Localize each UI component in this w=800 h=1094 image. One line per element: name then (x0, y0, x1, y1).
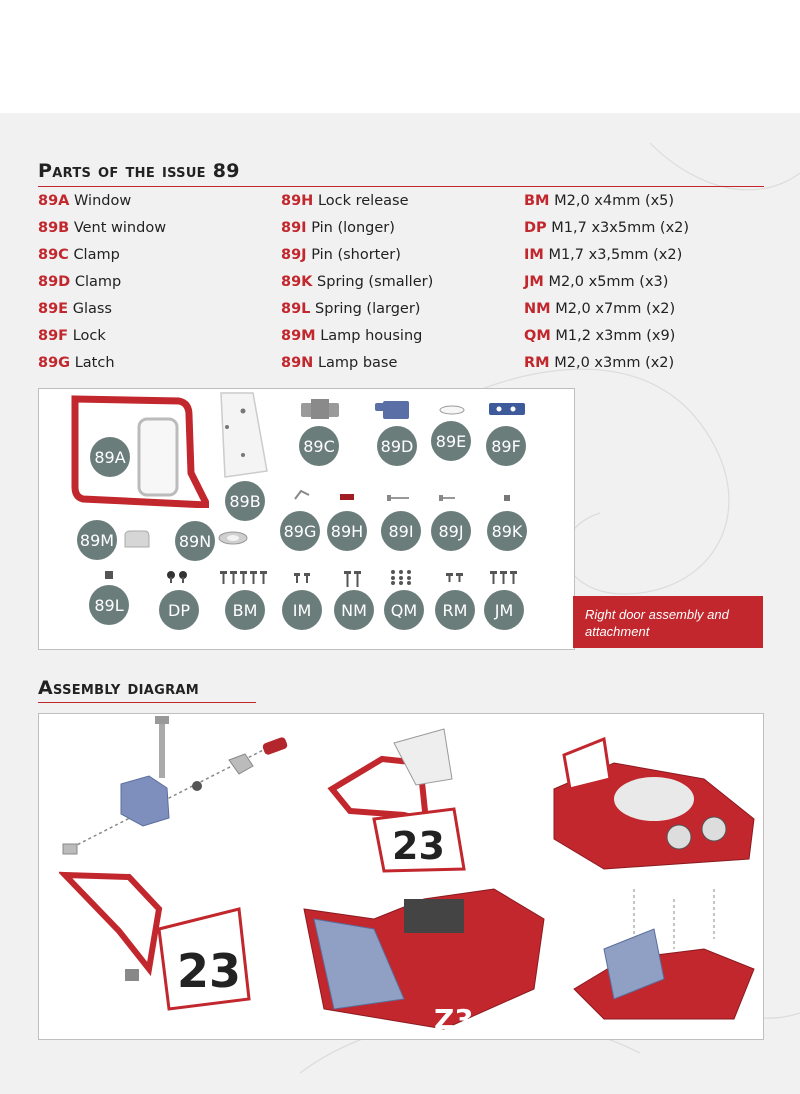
part-row: QM M1,2 x3mm (x9) (524, 328, 676, 344)
lamp-base-illustration (218, 531, 248, 545)
lock-release-illustration (340, 494, 354, 500)
window-frame-illustration (71, 395, 209, 508)
badge-89b: 89B (225, 481, 265, 521)
parts-column-3: BM M2,0 x4mm (x5) DP M1,7 x3x5mm (x2) IM… (524, 193, 689, 382)
badge-89f: 89F (486, 426, 526, 466)
part-row: 89G Latch (38, 355, 115, 371)
part-row: 89C Clamp (38, 247, 120, 263)
step-1-lock-assembly-illustration (62, 716, 288, 855)
badge-89k: 89K (487, 511, 527, 551)
vent-window-illustration (220, 392, 268, 478)
step-5-chassis-illustration: Z3 (303, 888, 545, 1036)
section-note: Right door assembly and attachment (573, 596, 763, 648)
badge-89h: 89H (327, 511, 367, 551)
part-row: BM M2,0 x4mm (x5) (524, 193, 675, 209)
top-blank-band (0, 0, 800, 113)
part-row: 89D Clamp (38, 274, 122, 290)
badge-dp: DP (159, 590, 199, 630)
part-row: 89I Pin (longer) (281, 220, 395, 236)
step-2-window-door-illustration: 23 (327, 728, 466, 873)
part-row: 89N Lamp base (281, 355, 398, 371)
badge-89g: 89G (280, 511, 320, 551)
badge-89n: 89N (175, 521, 215, 561)
pin-shorter-illustration (439, 495, 455, 501)
screws-qm-illustration (391, 570, 411, 585)
badge-89l: 89L (89, 585, 129, 625)
part-row: DP M1,7 x3x5mm (x2) (524, 220, 690, 236)
screws-nm-illustration (344, 571, 361, 587)
assembly-title-rule (38, 702, 256, 703)
lamp-housing-illustration (124, 530, 150, 548)
svg-text:23: 23 (177, 944, 241, 998)
lock-illustration (489, 403, 525, 415)
clamp-c-illustration (301, 399, 339, 419)
svg-text:Z3: Z3 (434, 1003, 474, 1036)
part-row: RM M2,0 x3mm (x2) (524, 355, 675, 371)
part-row: JM M2,0 x5mm (x3) (524, 274, 669, 290)
part-row: 89L Spring (larger) (281, 301, 421, 317)
part-row: 89A Window (38, 193, 132, 209)
badge-nm: NM (334, 590, 374, 630)
latch-illustration (294, 489, 310, 500)
part-row: NM M2,0 x7mm (x2) (524, 301, 676, 317)
parts-column-1: 89A Window 89B Vent window 89C Clamp 89D… (38, 193, 166, 382)
badge-89i: 89I (381, 511, 421, 551)
part-row: 89J Pin (shorter) (281, 247, 401, 263)
part-row: 89F Lock (38, 328, 106, 344)
glass-illustration (439, 405, 465, 415)
step-4-door-hinge-illustration: 23 (59, 871, 251, 1011)
clamp-d-illustration (375, 401, 409, 419)
badge-im: IM (282, 590, 322, 630)
screws-jm-illustration (490, 571, 517, 584)
part-row: 89H Lock release (281, 193, 409, 209)
badge-jm: JM (484, 590, 524, 630)
svg-text:23: 23 (392, 824, 445, 868)
part-row: 89B Vent window (38, 220, 167, 236)
badge-89e: 89E (431, 421, 471, 461)
spring-larger-illustration (105, 571, 113, 579)
step-6-car-frame-illustration (573, 889, 755, 1020)
badge-89c: 89C (299, 426, 339, 466)
part-row: 89K Spring (smaller) (281, 274, 434, 290)
badge-qm: QM (384, 590, 424, 630)
badge-rm: RM (435, 590, 475, 630)
part-row: 89E Glass (38, 301, 112, 317)
part-row: IM M1,7 x3,5mm (x2) (524, 247, 683, 263)
badge-89m: 89M (77, 520, 117, 560)
screws-rm-illustration (446, 573, 463, 582)
badge-bm: BM (225, 590, 265, 630)
parts-column-2: 89H Lock release 89I Pin (longer) 89J Pi… (281, 193, 433, 382)
screws-im-illustration (294, 573, 310, 583)
spring-smaller-illustration (504, 495, 510, 501)
part-row: 89M Lamp housing (281, 328, 423, 344)
step-3-car-body-illustration (553, 736, 755, 870)
badge-89j: 89J (431, 511, 471, 551)
parts-title-rule (38, 186, 764, 187)
assembly-section-title: Assembly diagram (38, 677, 200, 699)
screws-dp-illustration (167, 571, 187, 583)
pin-longer-illustration (387, 495, 409, 501)
parts-illustration-panel: 89A 89B 89C 89D 89E 89F 89G 89H 89I 89J … (38, 388, 575, 650)
parts-section-title: Parts of the issue 89 (38, 160, 240, 182)
screws-bm-illustration (220, 571, 267, 584)
badge-89d: 89D (377, 426, 417, 466)
badge-89a: 89A (90, 437, 130, 477)
assembly-diagram-panel: 23 23 Z3 (38, 713, 764, 1040)
